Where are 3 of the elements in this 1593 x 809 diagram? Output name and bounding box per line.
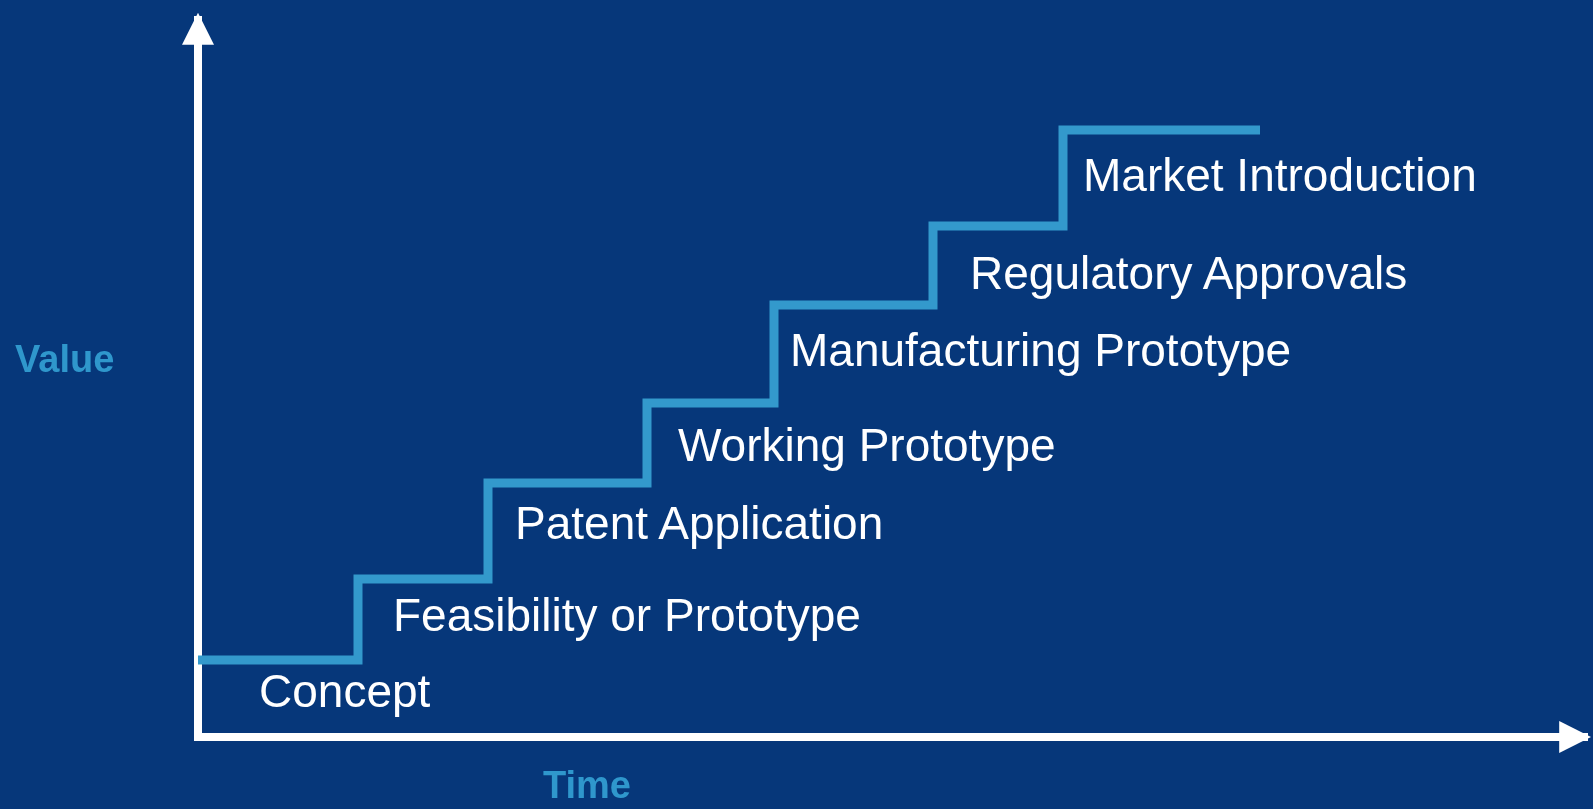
axis-label: Value [15,340,115,378]
axis-label: Time [543,766,631,804]
step-label: Market Introduction [1083,152,1477,198]
